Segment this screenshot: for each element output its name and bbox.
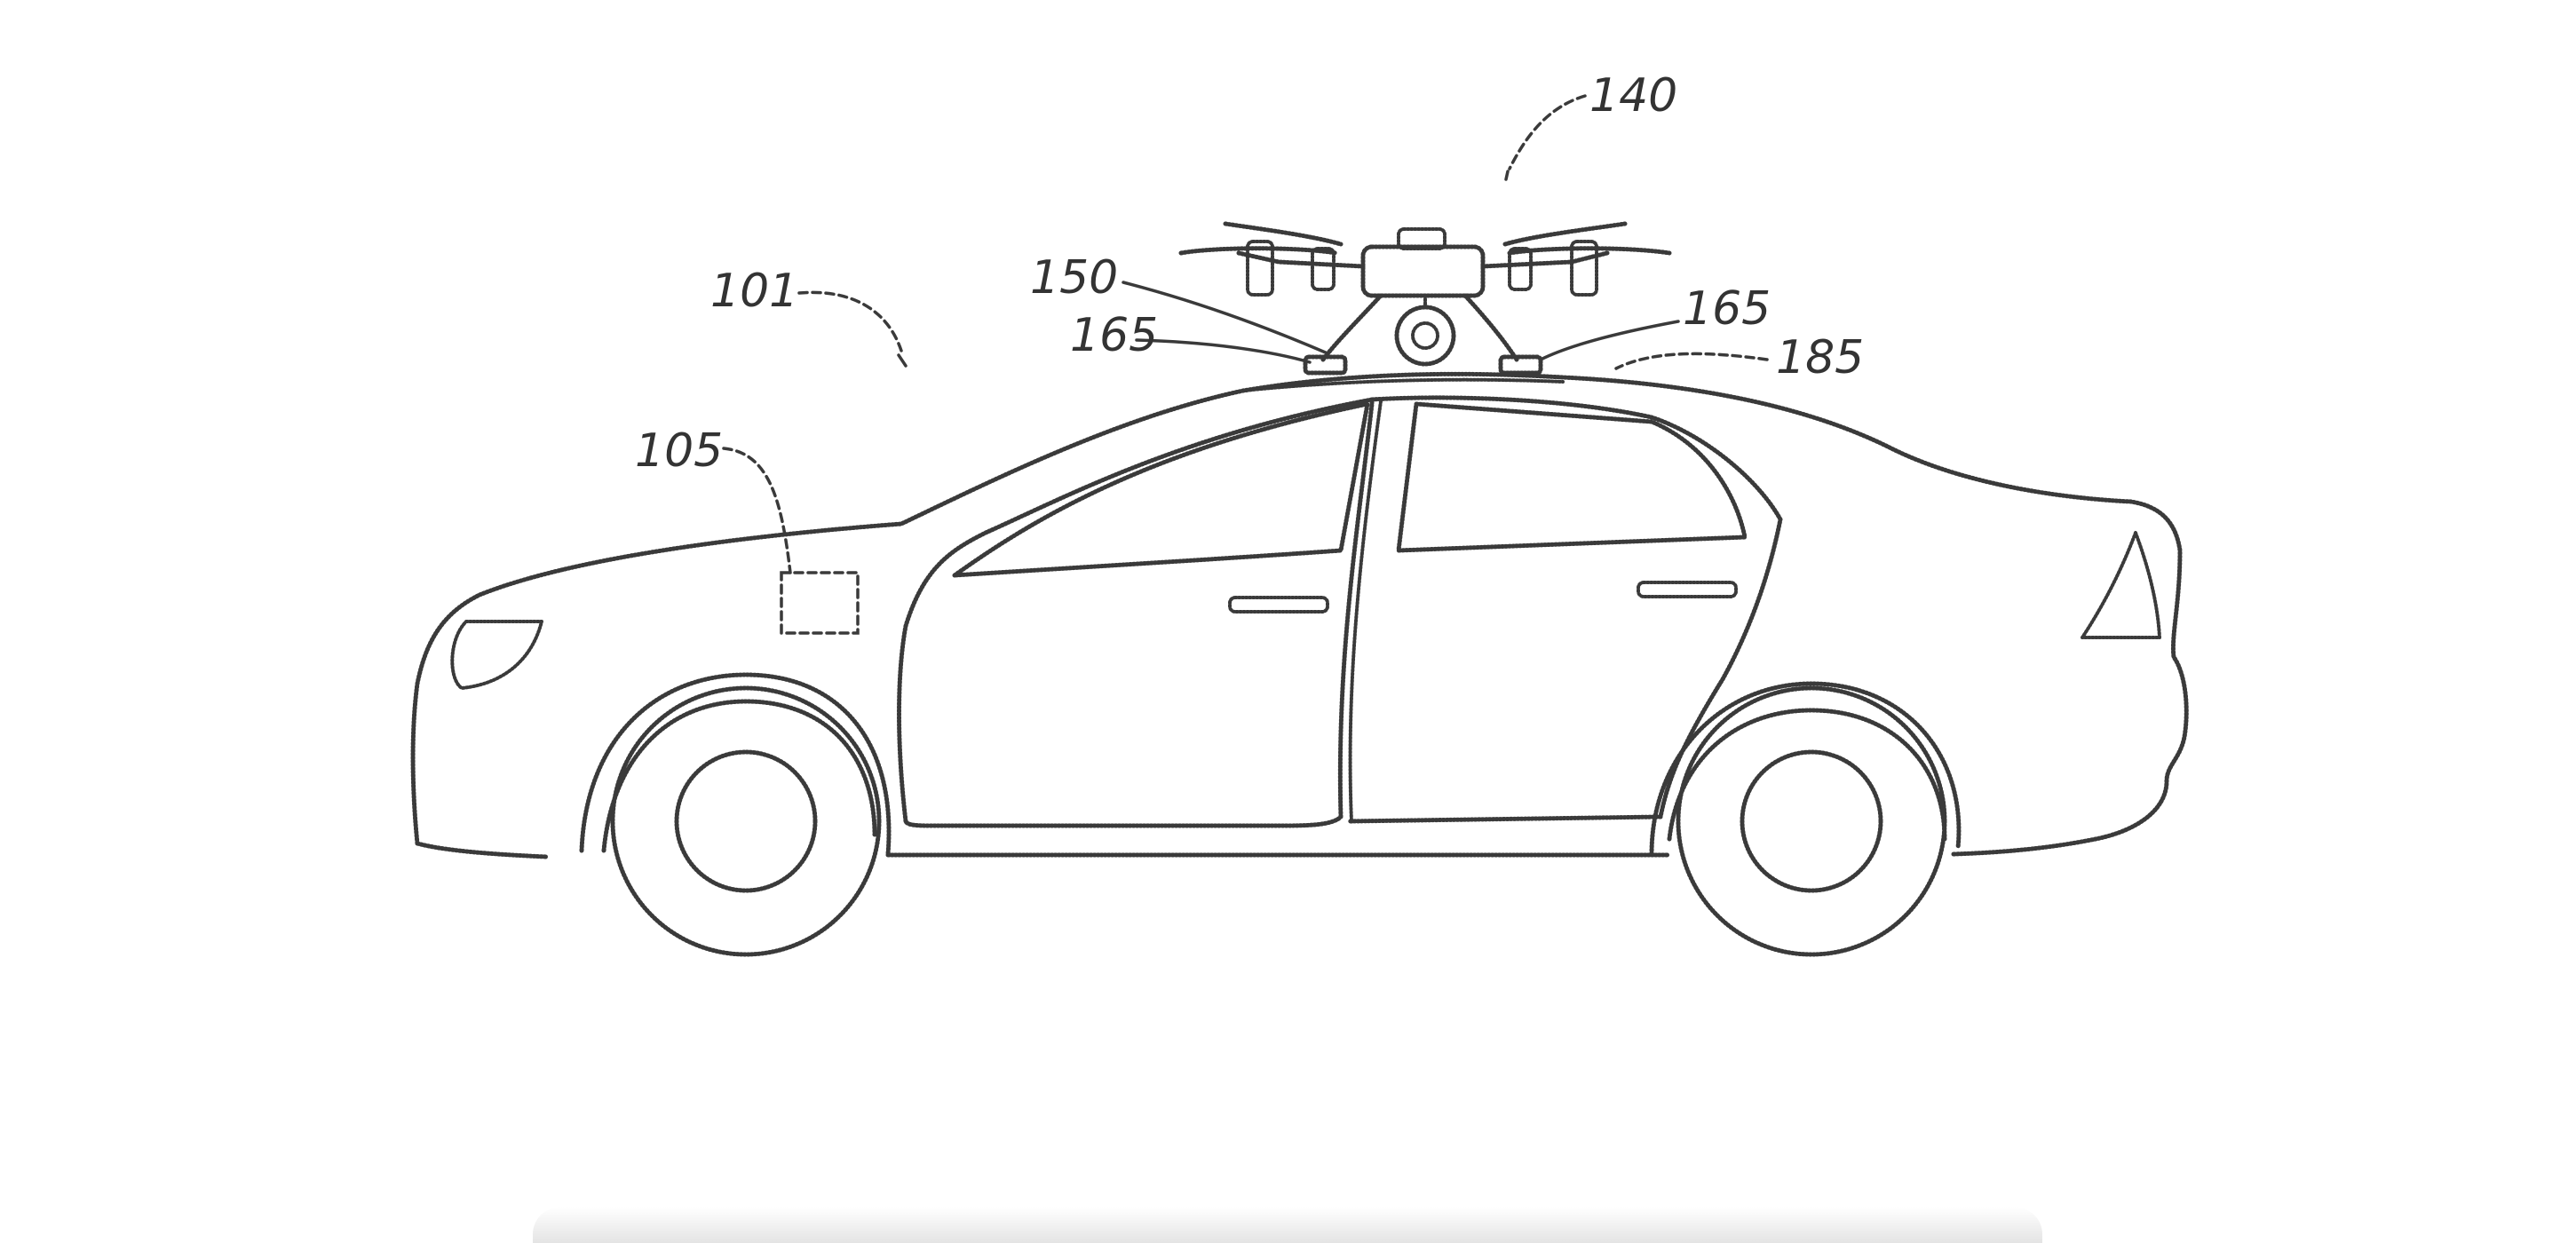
front-window <box>952 401 1370 578</box>
leader-101-arrow <box>897 353 908 368</box>
label-165-left: 165 <box>1070 309 1158 362</box>
bottom-shadow <box>533 1207 2042 1243</box>
landing-pad-right <box>1498 354 1543 376</box>
rear-wheel-arch <box>1649 681 1962 857</box>
front-rim <box>674 749 818 893</box>
propeller-left-inner <box>1223 221 1343 247</box>
taillight <box>2081 531 2161 639</box>
propeller-left-outer <box>1178 246 1339 256</box>
camera-lens <box>1411 321 1439 350</box>
label-185: 185 <box>1776 331 1864 384</box>
vehicle-body-outline <box>410 371 2189 857</box>
label-105: 105 <box>635 424 723 478</box>
drone-leg-left <box>1320 293 1383 362</box>
leader-140-arrow <box>1504 170 1510 181</box>
leader-165-right <box>1539 320 1680 361</box>
door-seam <box>1348 400 1383 823</box>
label-140: 140 <box>1589 69 1677 123</box>
label-150: 150 <box>1030 251 1118 305</box>
vehicle-underbody <box>415 841 549 859</box>
leader-101 <box>797 290 903 352</box>
leader-105 <box>722 447 792 574</box>
drone-body <box>1360 244 1486 298</box>
motor-left-inner <box>1311 247 1336 291</box>
front-tire <box>610 685 882 957</box>
drone-arm-right <box>1480 250 1610 269</box>
roof-line <box>1241 377 1565 392</box>
label-165-right: 165 <box>1683 282 1771 336</box>
front-wheel-arch-inner <box>601 699 877 853</box>
rear-wheel-arch-inner <box>1667 708 1947 842</box>
rear-door-handle <box>1637 581 1738 598</box>
rear-window <box>1396 401 1748 553</box>
leader-185 <box>1614 352 1769 370</box>
label-101: 101 <box>710 265 798 318</box>
motor-right-inner <box>1508 247 1533 291</box>
rear-tire <box>1676 685 1947 957</box>
drone-leg-right <box>1462 293 1519 362</box>
drone-arm-left <box>1236 250 1366 269</box>
vehicle-drawing <box>410 371 2189 957</box>
motor-left-outer <box>1246 240 1274 297</box>
leader-165-left <box>1135 338 1312 364</box>
motor-right-outer <box>1570 240 1598 297</box>
drone-top-cap <box>1397 227 1447 250</box>
propeller-right-inner <box>1502 221 1628 247</box>
headlight <box>450 620 543 690</box>
propeller-right-outer <box>1507 246 1672 256</box>
front-door-handle <box>1228 596 1329 614</box>
front-wheel-arch <box>579 672 892 857</box>
front-door-outline <box>897 397 1375 828</box>
component-105-box <box>780 571 860 635</box>
rear-rim <box>1740 749 1883 893</box>
leader-150 <box>1122 281 1329 355</box>
camera-gimbal <box>1394 305 1456 367</box>
leader-140 <box>1508 94 1587 170</box>
rear-door-outline <box>1347 395 1783 824</box>
landing-pad-left <box>1303 354 1348 376</box>
drone-drawing <box>1178 221 1672 376</box>
